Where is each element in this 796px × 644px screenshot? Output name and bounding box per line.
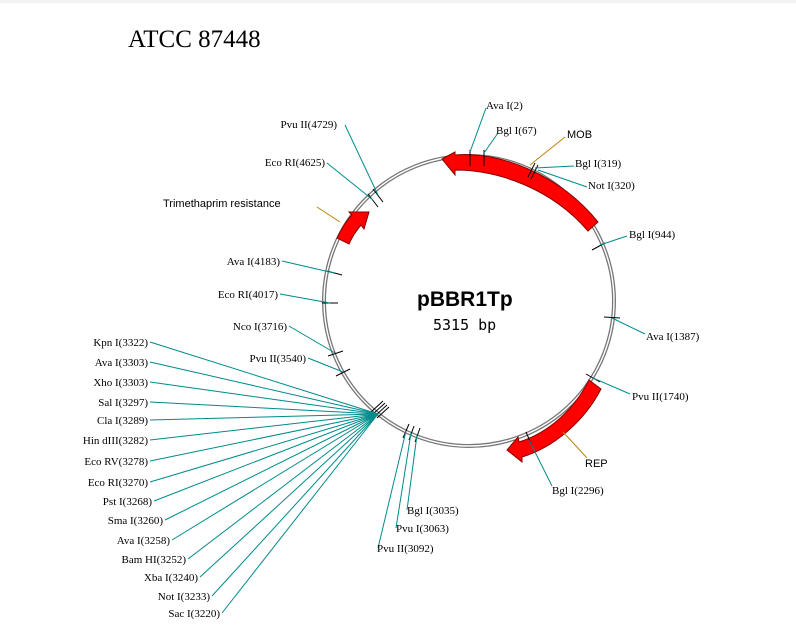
site-label: Bgl I(2296) (552, 485, 604, 497)
site-label: Not I(320) (588, 180, 635, 192)
site-label: Sac I(3220) (168, 608, 220, 620)
feature-label-trimethaprim: Trimethaprim resistance (163, 198, 281, 210)
tick-pvu-ii-4729 (372, 188, 384, 203)
tick-mcs-4 (376, 406, 390, 419)
top-border (0, 0, 796, 3)
site-label: Ava I(3303) (95, 357, 149, 369)
tick-not-i-320 (530, 164, 539, 180)
site-label: Pvu II(3540) (249, 353, 306, 365)
site-label: Pvu II(1740) (632, 391, 689, 403)
site-label: Not I(3233) (158, 591, 211, 603)
site-label: Pvu II(3092) (377, 543, 434, 555)
site-label: Bgl I(3035) (407, 505, 459, 517)
feature-arrow-mob (441, 151, 599, 232)
site-label: Ava I(3258) (117, 535, 171, 547)
leader-bgl-i-319 (534, 165, 575, 169)
site-label: Bgl I(67) (496, 125, 537, 137)
site-label: Bgl I(319) (575, 158, 621, 170)
tick-mcs-2 (372, 402, 386, 415)
site-label: Cla I(3289) (97, 415, 148, 427)
mcs-leader-fan (149, 341, 379, 614)
tick-bgl-i-319 (527, 162, 536, 178)
site-label: Bgl I(944) (629, 229, 675, 241)
leader-bgl-i-3035 (406, 434, 418, 511)
leader-eco-ri-4017 (279, 293, 331, 304)
site-label: Ava I(4183) (227, 256, 281, 268)
site-label: Kpn I(3322) (93, 337, 148, 349)
site-label: Eco RI(3270) (88, 477, 149, 489)
page-title: ATCC 87448 (128, 26, 261, 53)
site-label: Xba I(3240) (144, 572, 198, 584)
tick-bgl-i-3035 (414, 427, 421, 443)
leader-pvu-ii-4729 (344, 124, 379, 196)
site-label: Xho I(3303) (93, 377, 148, 389)
site-label: Hin dIII(3282) (83, 435, 148, 447)
feature-arrow-rep (506, 379, 602, 464)
leader-ava-i-1387 (611, 317, 646, 335)
tick-pvu-ii-3540 (335, 368, 351, 377)
site-label: Ava I(2) (486, 100, 523, 112)
site-label: Nco I(3716) (233, 321, 287, 333)
plasmid-size: 5315 bp (433, 316, 496, 334)
site-label: Pvu I(3063) (396, 523, 449, 535)
leader-bgl-i-944 (599, 235, 628, 246)
tick-eco-ri-4625 (367, 193, 379, 208)
site-labels: Ava I(2) Bgl I(67) Bgl I(319) Not I(320)… (83, 100, 700, 620)
tick-mcs-1 (370, 400, 384, 413)
leader-pvu-i-3063 (395, 432, 412, 529)
leader-bgl-i-2296 (528, 439, 553, 487)
rep-leader (562, 431, 588, 459)
leader-ava-i-4183 (281, 260, 335, 274)
leader-pvu-ii-1740 (592, 377, 631, 395)
site-label: Eco RV(3278) (84, 456, 148, 468)
tick-nco-i-3716 (327, 350, 344, 357)
site-label: Sal I(3297) (98, 397, 148, 409)
plasmid-name: pBBR1Tp (417, 288, 513, 311)
site-leaders (279, 107, 646, 549)
feature-arrow-trimethoprim (336, 211, 370, 245)
leader-pvu-ii-3540 (307, 357, 344, 373)
tick-ava-i-1387 (603, 316, 621, 319)
site-label: Bam HI(3252) (122, 554, 187, 566)
site-label: Ava I(1387) (646, 331, 700, 343)
mob-leader (529, 136, 566, 166)
leader-nco-i-3716 (288, 325, 336, 354)
trimethaprim-leader (316, 206, 341, 223)
leader-pvu-ii-3092 (377, 430, 407, 549)
site-label: Eco RI(4625) (265, 157, 326, 169)
leader-bgl-i-67 (483, 132, 499, 154)
site-label: Eco RI(4017) (218, 289, 279, 301)
leader-not-i-320 (537, 169, 588, 188)
leader-eco-ri-4625 (326, 162, 374, 201)
feature-label-rep: REP (585, 458, 608, 470)
leader-ava-i-2 (469, 107, 487, 153)
site-label: Sma I(3260) (108, 515, 164, 527)
site-label: Pst I(3268) (103, 496, 153, 508)
feature-label-mob: MOB (567, 129, 592, 141)
site-label: Pvu II(4729) (280, 119, 337, 131)
